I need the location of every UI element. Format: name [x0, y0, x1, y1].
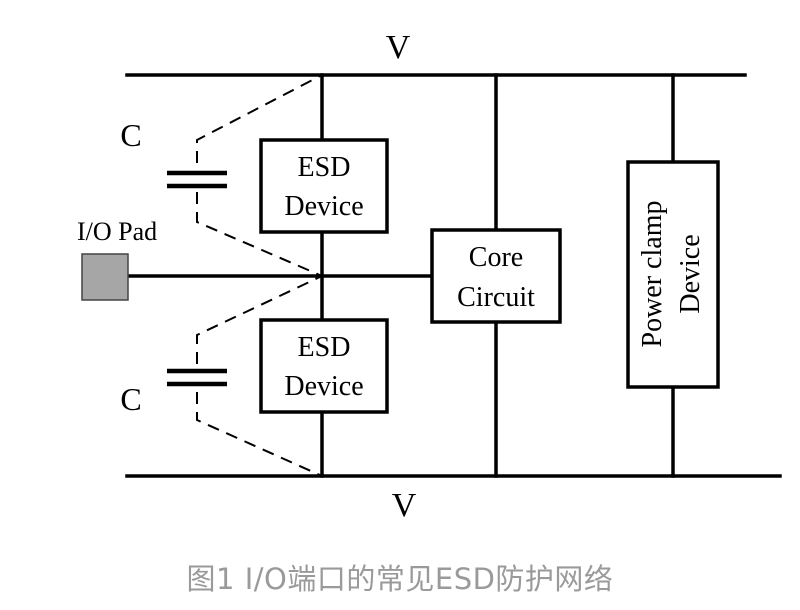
- clamp-label-line2: Device: [675, 234, 706, 313]
- core-label-line2: Circuit: [457, 282, 535, 313]
- io-pad-label: I/O Pad: [77, 217, 157, 246]
- esd-top-label-line2: Device: [284, 191, 363, 222]
- bottom-cap-upper-dash: [196, 275, 323, 364]
- figure-caption: 图1 I/O端口的常见ESD防护网络: [186, 562, 614, 596]
- esd-protection-diagram: V V C C I/O Pad ESD Device ESD Device Co…: [77, 29, 782, 524]
- top-cap-upper-dash: [196, 74, 323, 163]
- io-pad: [81, 253, 129, 301]
- core-label-line1: Core: [469, 242, 523, 273]
- top-cap-lower-dash: [196, 192, 323, 277]
- capacitor-top-label: C: [120, 117, 141, 153]
- clamp-label-line1: Power clamp: [637, 201, 668, 348]
- core-circuit-box: [430, 228, 562, 324]
- bottom-cap-lower-dash: [196, 392, 323, 477]
- top-capacitor-symbol: [167, 170, 227, 189]
- bottom-capacitor-symbol: [167, 368, 227, 387]
- esd-bottom-label-line1: ESD: [298, 332, 351, 363]
- capacitor-bottom-label: C: [120, 381, 141, 417]
- esd-device-bottom: [259, 318, 389, 414]
- supply-bottom-label: V: [392, 487, 417, 524]
- supply-top-label: V: [386, 29, 411, 66]
- esd-bottom-label-line2: Device: [284, 371, 363, 402]
- esd-device-top: [259, 138, 389, 234]
- esd-top-label-line1: ESD: [298, 152, 351, 183]
- power-clamp-box: [626, 160, 720, 389]
